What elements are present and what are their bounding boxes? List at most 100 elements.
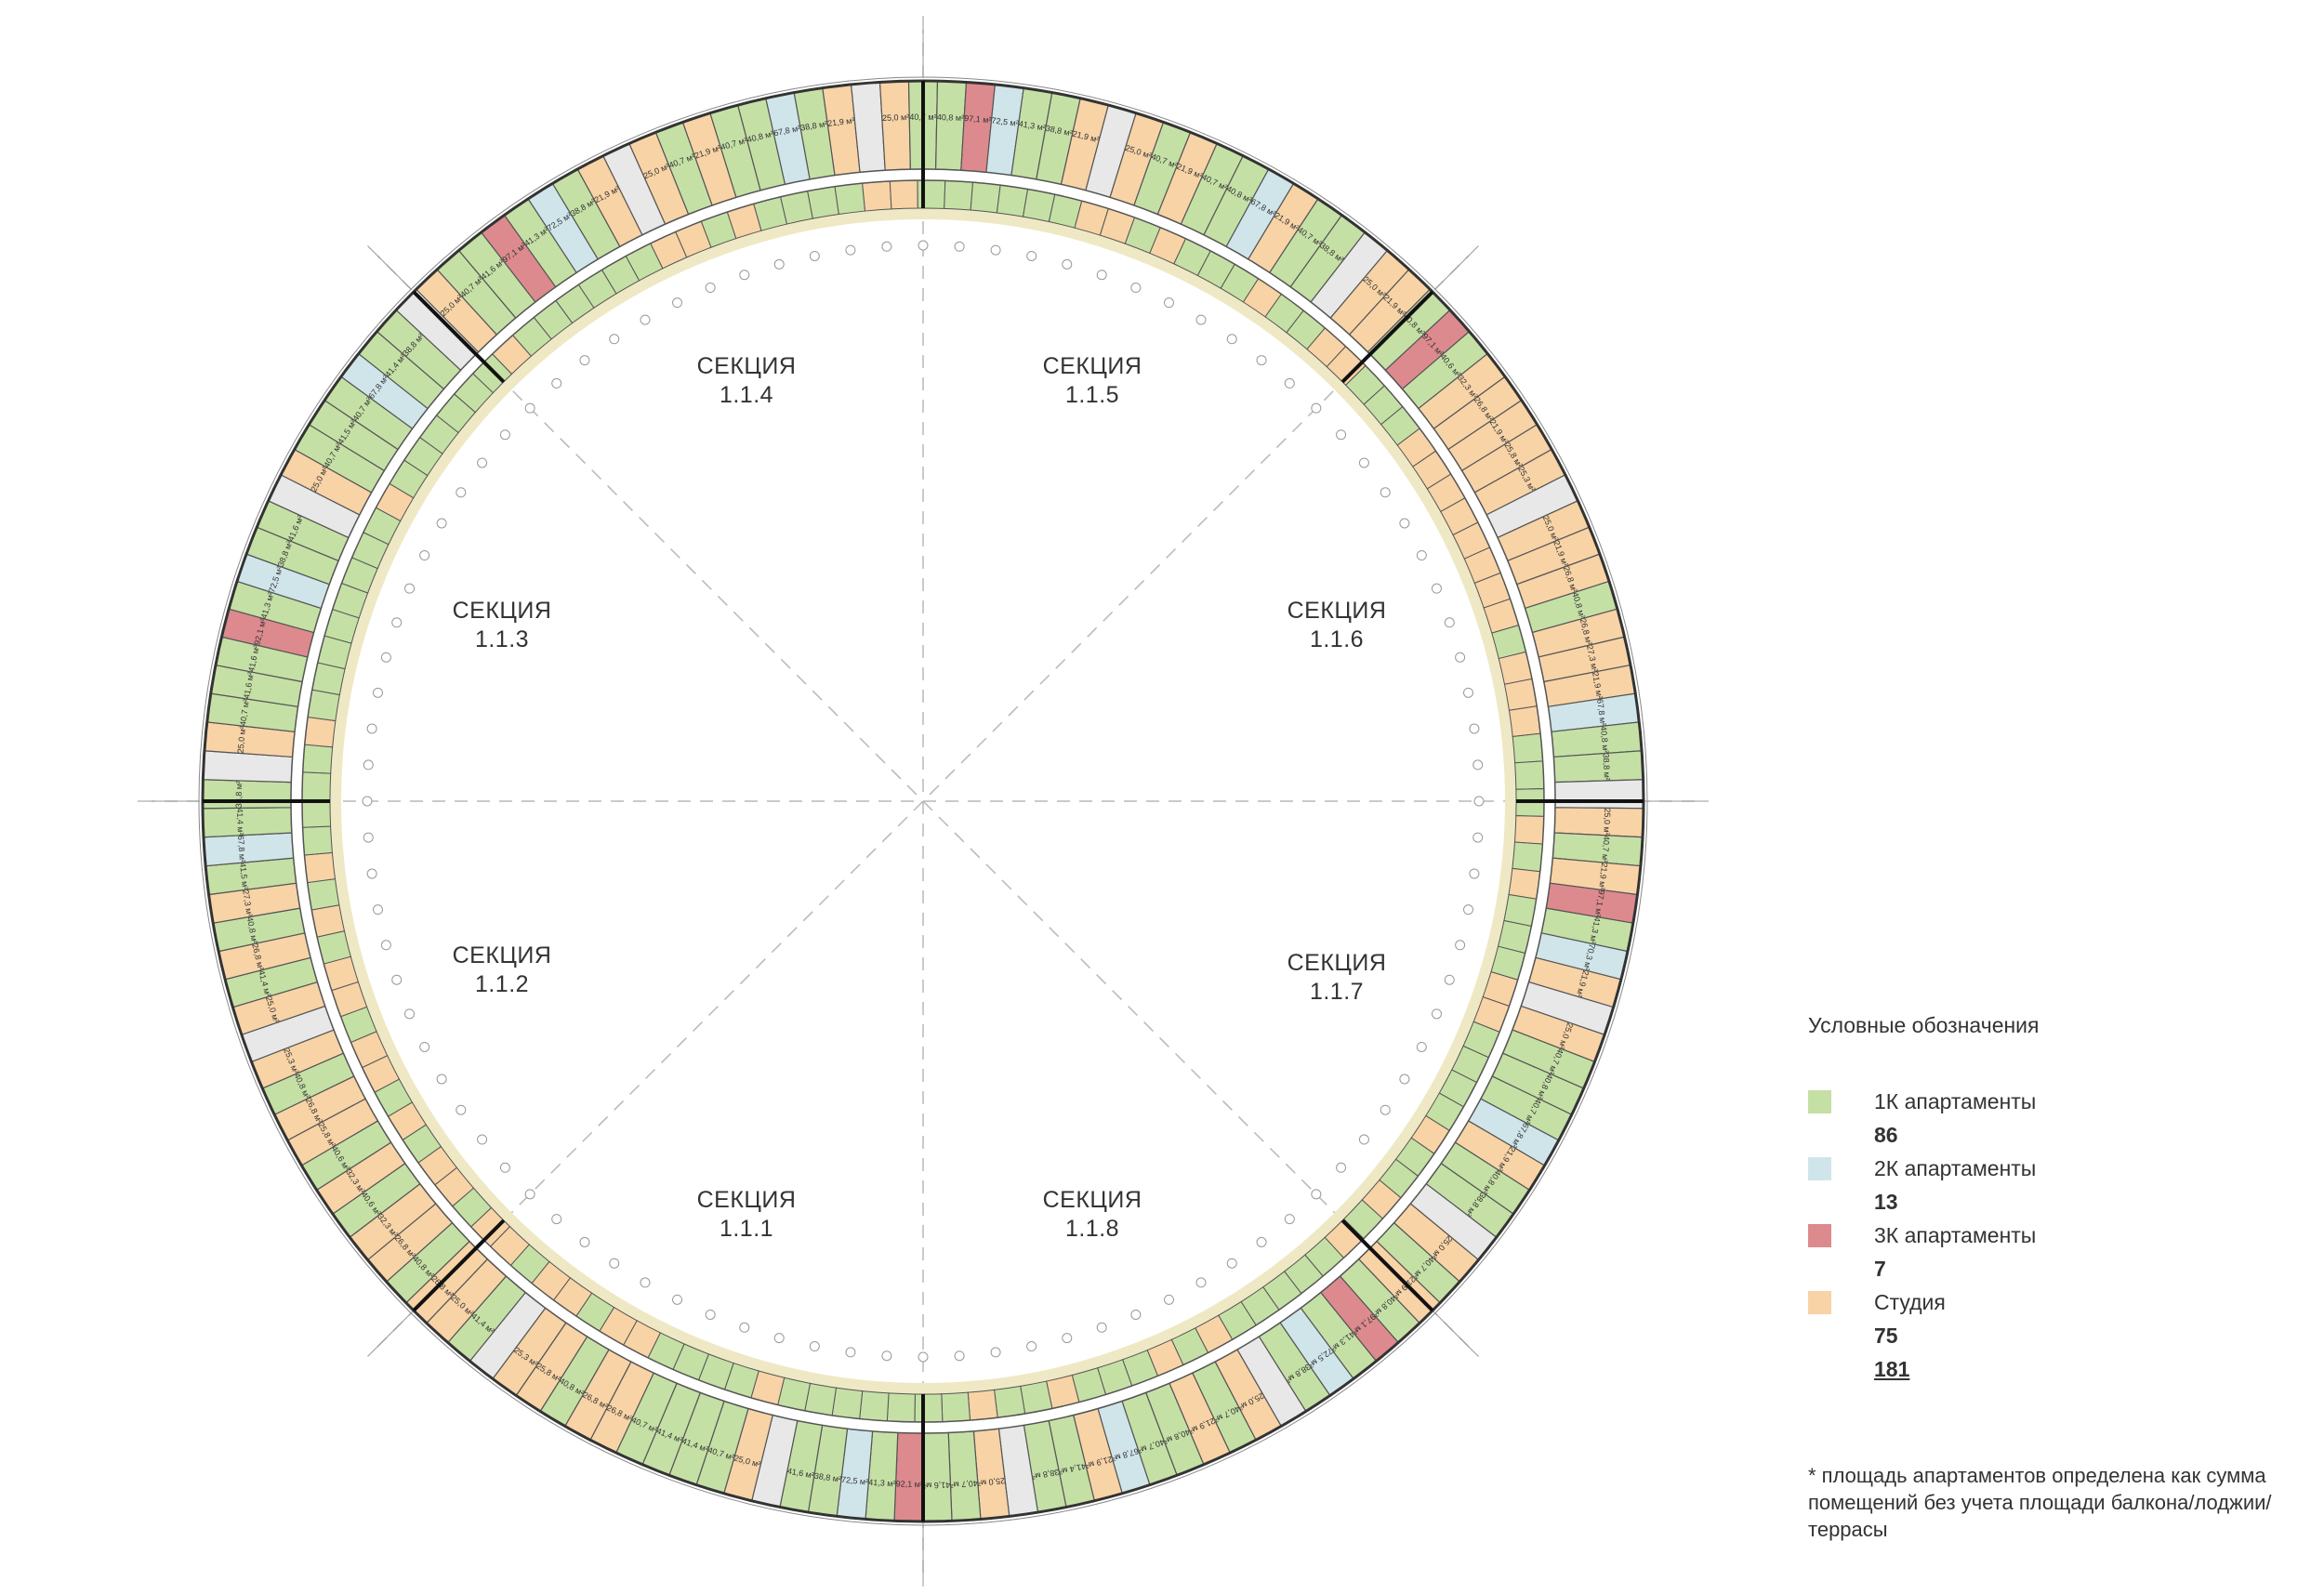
apartment-inner <box>302 825 333 856</box>
apartment-area-label: 40,7 м² <box>1600 836 1611 863</box>
axis-marker <box>380 940 391 951</box>
apartment-area-label: 72,5 м² <box>841 1475 869 1487</box>
section-guide-lines <box>152 30 1695 1573</box>
apartment-inner <box>307 878 340 911</box>
apartment-area-label: 25,0 м² <box>882 112 910 123</box>
section-axis-line <box>367 1312 412 1357</box>
apartment-area-label: 40,7 м² <box>950 1479 978 1490</box>
apartment-inner <box>1512 732 1544 764</box>
axis-marker <box>1336 1162 1347 1173</box>
apartment-area-label: 97,1 м² <box>964 113 992 125</box>
apartment-area-label: 38,8 м² <box>799 119 827 133</box>
apartment-inner <box>886 1392 916 1423</box>
axis-marker <box>1195 314 1207 325</box>
guide-line <box>376 255 1470 1348</box>
axis-marker <box>954 1350 965 1362</box>
axis-marker <box>1026 1341 1037 1352</box>
apartment-inner <box>1513 815 1545 845</box>
guide-line <box>376 255 1470 1348</box>
axis-marker <box>1469 723 1480 734</box>
axis-marker <box>404 1008 416 1020</box>
apartment-inner <box>859 1390 890 1422</box>
section-axis-line <box>367 245 412 290</box>
axis-marker <box>1256 355 1267 366</box>
apartment-inner <box>1508 867 1541 900</box>
legend-count-three-room: 7 <box>1874 1257 1886 1281</box>
apartment-inner <box>970 181 1001 214</box>
axis-marker <box>1284 1214 1295 1225</box>
apartment-area-label: 41,6 м² <box>242 671 256 699</box>
axis-marker <box>954 241 965 252</box>
apartment-area-label: 41,4 м² <box>235 808 245 835</box>
apartment-area-label: 40,7 м² <box>238 698 251 726</box>
axis-marker <box>773 258 785 270</box>
axis-marker <box>1431 583 1442 594</box>
axis-marker <box>366 868 377 879</box>
axis-marker <box>739 270 750 281</box>
apartment-inner <box>807 186 839 219</box>
section-axis-line <box>1434 245 1479 290</box>
axis-marker <box>436 1074 447 1085</box>
apartment-inner <box>834 182 866 216</box>
axis-marker <box>419 1041 430 1052</box>
legend-item-two-room: 2К апартаменты <box>1808 1152 2291 1185</box>
apartment-inner <box>862 180 892 212</box>
axis-marker <box>672 1294 683 1305</box>
legend-item-studio: Студия <box>1808 1285 2291 1319</box>
axis-marker <box>1336 429 1347 441</box>
axis-marker <box>1358 1134 1369 1145</box>
apartment-inner <box>944 179 974 211</box>
legend-label: 3К апартаменты <box>1874 1222 2037 1247</box>
axis-marker <box>499 1162 510 1173</box>
legend-swatch-one-room <box>1808 1089 1831 1113</box>
axis-marker <box>551 1214 562 1225</box>
legend-swatch-three-room <box>1808 1223 1831 1247</box>
apartment-area-label: 41,6 м² <box>923 1481 950 1491</box>
axis-marker <box>499 429 510 441</box>
apartment-inner <box>301 771 332 801</box>
axis-marker <box>609 1258 620 1269</box>
apartment-area-label: 67,8 м² <box>236 836 247 863</box>
axis-marker <box>1130 1309 1142 1320</box>
balcony-band <box>330 208 1516 1394</box>
apartment-inner <box>1514 760 1545 790</box>
section-divider <box>412 1219 506 1312</box>
apartment-area-label: 41,5 м² <box>238 863 250 890</box>
axis-marker <box>1163 1294 1174 1305</box>
apartment-inner <box>994 1385 1026 1418</box>
axis-marker <box>640 314 651 325</box>
section-dividers <box>138 16 1709 1587</box>
apartment-inner <box>1512 841 1543 873</box>
axis-marker <box>1444 617 1455 628</box>
axis-marker <box>477 1134 488 1145</box>
axis-marker <box>1416 550 1427 561</box>
axis-marker <box>579 355 590 366</box>
apartment-inner <box>303 851 337 884</box>
axis-marker <box>990 244 1001 256</box>
apartment-inner <box>301 799 332 828</box>
axis-marker <box>1358 457 1369 468</box>
axis-marker <box>372 687 383 698</box>
legend-total: 181 <box>1874 1357 1910 1381</box>
axis-marker <box>1195 1277 1207 1288</box>
legend: Условные обозначения 1К апартаменты 86 2… <box>1808 1013 2291 1386</box>
axis-marker <box>1163 297 1174 309</box>
axis-marker <box>363 759 374 771</box>
legend-count-studio: 75 <box>1874 1324 1898 1348</box>
apartment-area-label: 92,1 м² <box>896 1479 923 1489</box>
apartment-area-label: 40,8 м² <box>937 112 965 123</box>
axis-marker <box>1469 868 1480 879</box>
axis-marker <box>918 1351 929 1363</box>
axis-marker <box>524 402 535 414</box>
legend-item-three-room: 3К апартаменты <box>1808 1219 2291 1252</box>
apartment-inner <box>302 744 334 774</box>
axis-marker <box>609 334 620 345</box>
axis-marker <box>391 617 403 628</box>
axis-marker <box>1096 270 1107 281</box>
axis-marker <box>456 1104 467 1115</box>
axis-marker <box>551 377 562 389</box>
